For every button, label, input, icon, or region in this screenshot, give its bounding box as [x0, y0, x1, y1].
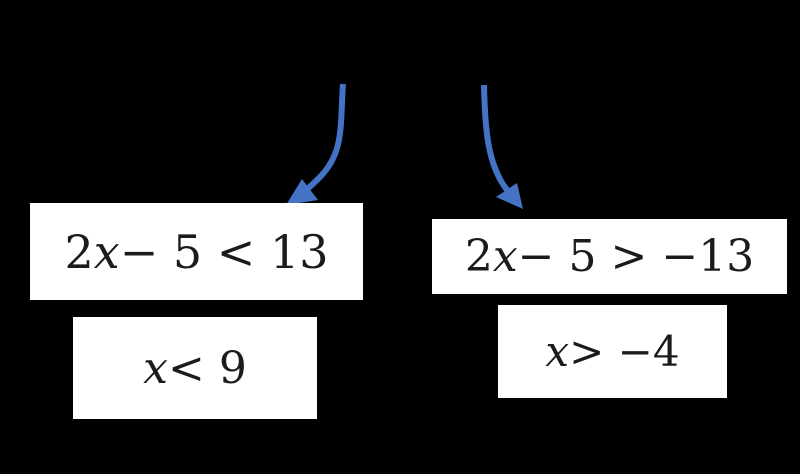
equation-case2-coefficient: 2: [464, 231, 493, 282]
solution-box-case1: x < 9: [73, 317, 317, 419]
curved-arrow-down-left-shaft: [304, 83, 346, 193]
equation-case1-rest: − 5 < 13: [119, 224, 329, 279]
equation-case1-variable: x: [93, 224, 120, 279]
solution-case2-variable: x: [545, 327, 570, 376]
solution-case2-rest: > −4: [569, 327, 680, 376]
curved-arrow-down-right-icon: [481, 84, 523, 209]
equation-case1-coefficient: 2: [64, 224, 94, 279]
equation-case2-variable: x: [492, 231, 518, 282]
curved-arrow-down-right-head: [496, 183, 523, 209]
solution-case1-variable: x: [143, 342, 168, 394]
solution-case1-rest: < 9: [167, 342, 247, 394]
curved-arrow-down-left-icon: [286, 83, 346, 205]
curved-arrow-down-left-head: [286, 179, 318, 205]
curved-arrow-down-right-shaft: [481, 84, 512, 195]
equation-case2-rest: − 5 > −13: [517, 231, 755, 282]
solution-box-case2: x > −4: [498, 305, 727, 398]
